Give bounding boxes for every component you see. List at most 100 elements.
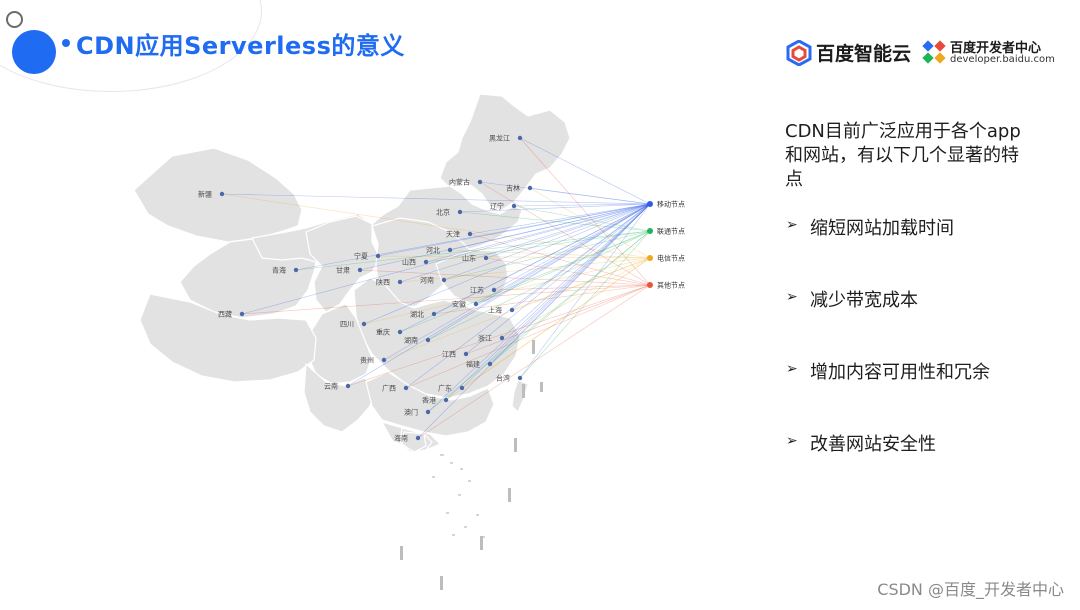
connection-line	[425, 230, 651, 263]
arrow-bullet-icon: ➢	[786, 289, 798, 305]
connection-line	[359, 269, 651, 286]
connection-line	[359, 203, 651, 271]
connection-line	[519, 203, 651, 379]
connection-line	[443, 203, 651, 281]
connection-line	[459, 211, 651, 232]
province-label: 辽宁	[490, 202, 504, 211]
province-label: 黑龙江	[489, 134, 510, 143]
connection-line	[405, 203, 651, 389]
feature-list: ➢ 缩短网站加载时间 ➢ 减少带宽成本 ➢ 增加内容可用性和冗余 ➢ 改善网站安…	[786, 214, 990, 502]
connection-line	[347, 284, 651, 387]
connection-line	[511, 203, 651, 311]
china-cdn-node-map: 黑龙江吉林辽宁内蒙古新疆北京天津河北山西山东宁夏青海甘肃陕西河南江苏上海安徽湖北…	[133, 93, 685, 590]
province-label: 澳门	[404, 408, 418, 417]
province-marker	[491, 287, 497, 293]
baidu-cloud-logo-icon	[786, 40, 812, 66]
connection-line	[493, 284, 651, 291]
connection-line	[241, 284, 651, 315]
province-label: 湖北	[410, 310, 424, 319]
title-bullet	[62, 39, 70, 47]
connection-line	[493, 203, 651, 291]
cdn-connection-lines	[221, 137, 651, 439]
connection-line	[529, 187, 651, 205]
connection-line	[417, 284, 651, 439]
province-marker	[425, 337, 431, 343]
connection-line	[221, 193, 651, 205]
province-label: 贵州	[360, 356, 374, 365]
province-marker	[357, 267, 363, 273]
province-marker	[219, 191, 225, 197]
connection-line	[383, 203, 651, 361]
connection-line	[465, 203, 651, 355]
connection-line	[445, 203, 651, 401]
connection-line	[465, 284, 651, 355]
connection-line	[433, 284, 651, 315]
legend-node-marker	[647, 282, 653, 288]
connection-line	[513, 203, 651, 207]
province-label: 重庆	[376, 328, 390, 337]
legend-label: 电信节点	[657, 254, 685, 263]
province-label: 云南	[324, 382, 338, 391]
feature-text: 减少带宽成本	[810, 290, 918, 311]
province-marker	[375, 253, 381, 259]
province-marker	[397, 279, 403, 285]
province-marker	[467, 231, 473, 237]
baidu-cloud-logo-text: 百度智能云	[816, 43, 912, 65]
connection-line	[399, 203, 651, 283]
decorative-blue-circle	[12, 30, 56, 74]
province-marker	[415, 435, 421, 441]
decorative-small-circle	[6, 11, 23, 28]
province-marker	[403, 385, 409, 391]
province-label: 青海	[272, 266, 286, 275]
province-label: 安徽	[452, 300, 466, 309]
province-marker	[463, 351, 469, 357]
province-label: 宁夏	[354, 252, 368, 261]
connection-line	[399, 230, 651, 333]
connection-line	[405, 284, 651, 389]
connection-line	[377, 255, 651, 259]
connection-line	[427, 230, 651, 341]
connection-line	[475, 230, 651, 305]
province-label: 台湾	[496, 374, 510, 383]
province-label: 江苏	[470, 286, 484, 295]
connection-line	[489, 230, 651, 365]
province-marker	[477, 179, 483, 185]
province-label: 江西	[442, 351, 456, 359]
province-marker	[441, 277, 447, 283]
connection-line	[295, 230, 651, 271]
connection-line	[489, 203, 651, 365]
province-label: 福建	[466, 360, 480, 369]
connection-line	[469, 233, 651, 286]
province-label: 西藏	[218, 310, 232, 319]
province-marker	[361, 321, 367, 327]
province-marker	[511, 203, 517, 209]
province-label: 河南	[420, 276, 434, 285]
province-marker	[487, 361, 493, 367]
connection-line	[377, 203, 651, 257]
developer-center-logo-icon	[922, 40, 946, 64]
province-marker	[425, 409, 431, 415]
connection-line	[363, 203, 651, 325]
province-marker	[443, 397, 449, 403]
connection-line	[347, 203, 651, 387]
arrow-bullet-icon: ➢	[786, 217, 798, 233]
province-marker	[447, 247, 453, 253]
arrow-bullet-icon: ➢	[786, 361, 798, 377]
feature-item: ➢ 增加内容可用性和冗余	[786, 358, 990, 430]
connection-line	[485, 203, 651, 259]
connection-line	[501, 257, 651, 339]
province-marker	[423, 259, 429, 265]
connection-line	[519, 230, 651, 379]
connection-line	[427, 203, 651, 413]
feature-text: 增加内容可用性和冗余	[810, 362, 990, 383]
province-label: 甘肃	[336, 266, 350, 275]
province-markers: 黑龙江吉林辽宁内蒙古新疆北京天津河北山西山东宁夏青海甘肃陕西河南江苏上海安徽湖北…	[198, 134, 533, 443]
connection-line	[459, 203, 651, 213]
legend-label: 联通节点	[657, 227, 685, 236]
connection-line	[383, 257, 651, 361]
province-marker	[517, 375, 523, 381]
province-label: 山东	[462, 254, 476, 263]
connection-line	[469, 203, 651, 235]
connection-line	[449, 249, 651, 259]
legend-label: 其他节点	[657, 281, 685, 290]
